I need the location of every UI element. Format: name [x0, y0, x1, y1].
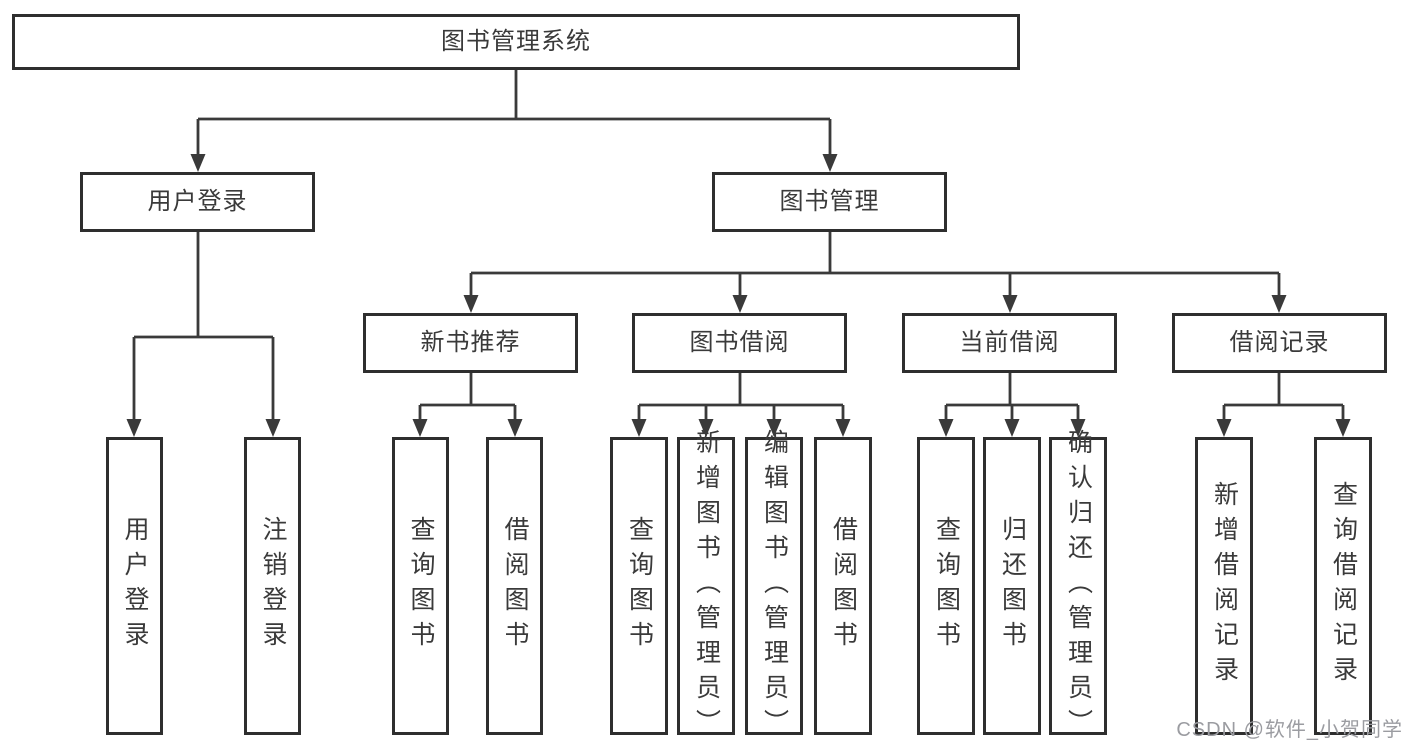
wire-root-split: [196, 70, 832, 155]
wire-book-borrowing-split: [637, 373, 845, 420]
node-label: 借阅图书: [829, 516, 858, 656]
node-label: 新增借阅记录: [1210, 481, 1239, 691]
leaf-logout: 注销登录: [244, 437, 301, 735]
leaf-confirm-return-admin: 确认归还（管理员）: [1049, 429, 1107, 744]
node-new-book-recommend: 新书推荐: [363, 313, 578, 373]
node-label: 新书推荐: [420, 329, 521, 356]
watermark: CSDN @软件_小贺同学: [1176, 719, 1403, 741]
node-root: 图书管理系统: [12, 14, 1020, 70]
node-label: 用户登录: [121, 516, 149, 656]
leaf-query-books: 查询图书: [392, 437, 449, 735]
node-current-borrowing: 当前借阅: [902, 313, 1117, 373]
node-label: 图书借阅: [689, 329, 790, 356]
arrowheads: [126, 154, 1351, 437]
wire-user-login-split: [132, 232, 275, 420]
node-borrowing-records: 借阅记录: [1172, 313, 1387, 373]
leaf-borrow-books: 借阅图书: [486, 437, 543, 735]
leaf-user-login: 用户登录: [106, 437, 163, 735]
wire-book-management-split: [469, 232, 1281, 296]
node-label: 用户登录: [147, 188, 248, 215]
node-label: 借阅图书: [501, 516, 529, 656]
node-label: 查询借阅记录: [1329, 481, 1358, 691]
node-user-login: 用户登录: [80, 172, 315, 232]
node-label: 归还图书: [998, 516, 1027, 656]
leaf-add-books-admin: 新增图书（管理员）: [677, 429, 735, 744]
node-label: 查询图书: [625, 516, 654, 656]
node-label: 确认归还（管理员）: [1064, 428, 1093, 744]
wire-current-borrowing-split: [944, 373, 1080, 420]
node-label: 新增图书（管理员）: [692, 428, 721, 744]
node-book-management: 图书管理: [712, 172, 947, 232]
node-label: 注销登录: [259, 516, 287, 656]
node-label: 图书管理系统: [441, 28, 591, 55]
node-book-borrowing: 图书借阅: [632, 313, 847, 373]
wire-new-book-split: [418, 373, 517, 420]
node-label: 当前借阅: [959, 329, 1060, 356]
node-label: 查询图书: [407, 516, 435, 656]
leaf-query-borrow-record: 查询借阅记录: [1314, 437, 1372, 735]
node-label: 借阅记录: [1229, 329, 1330, 356]
leaf-edit-books-admin: 编辑图书（管理员）: [745, 429, 803, 744]
leaf-return-books: 归还图书: [983, 437, 1041, 735]
leaf-query-books: 查询图书: [917, 437, 975, 735]
node-label: 图书管理: [779, 188, 880, 215]
leaf-add-borrow-record: 新增借阅记录: [1195, 437, 1253, 735]
node-label: 查询图书: [932, 516, 961, 656]
node-label: 编辑图书（管理员）: [760, 428, 789, 744]
leaf-borrow-books: 借阅图书: [814, 437, 872, 735]
leaf-query-books: 查询图书: [610, 437, 668, 735]
wire-borrowing-records-split: [1222, 373, 1345, 420]
